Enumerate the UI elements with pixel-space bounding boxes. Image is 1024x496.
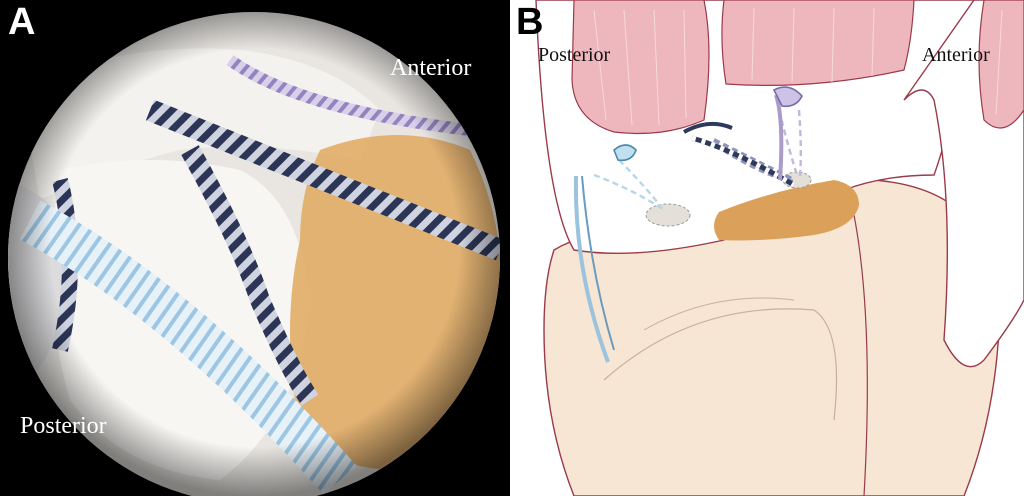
footprint-area (714, 180, 859, 241)
scope-field (8, 12, 500, 496)
arthroscopic-view (8, 12, 500, 496)
panel-a: A Anterior Posterior (0, 0, 510, 496)
suture-purple-strand (774, 94, 784, 181)
muscle-fibers (593, 7, 1003, 126)
posterior-label: Posterior (20, 413, 107, 439)
panel-b-letter: B (516, 1, 544, 43)
knot-anterior (772, 86, 803, 108)
bone-ridge (853, 214, 868, 496)
knot-posterior (613, 144, 637, 162)
anchor-posterior (645, 203, 691, 227)
suture-blue-strand-2 (581, 175, 615, 351)
muscle-right (978, 0, 1024, 129)
muscle-middle (721, 0, 915, 86)
anterior-label: Anterior (922, 44, 990, 66)
bone-contour-1 (603, 308, 838, 421)
posterior-label: Posterior (538, 44, 611, 66)
knot-dark (683, 121, 733, 134)
muscle-left (571, 0, 710, 135)
suture-blue-strand (573, 175, 610, 363)
schematic-drawing (535, 0, 1024, 496)
panel-a-letter: A (8, 1, 36, 43)
bone-contour-2 (643, 297, 795, 331)
anterior-label: Anterior (390, 55, 472, 81)
panel-b: B Posterior Anterior (514, 0, 1024, 496)
